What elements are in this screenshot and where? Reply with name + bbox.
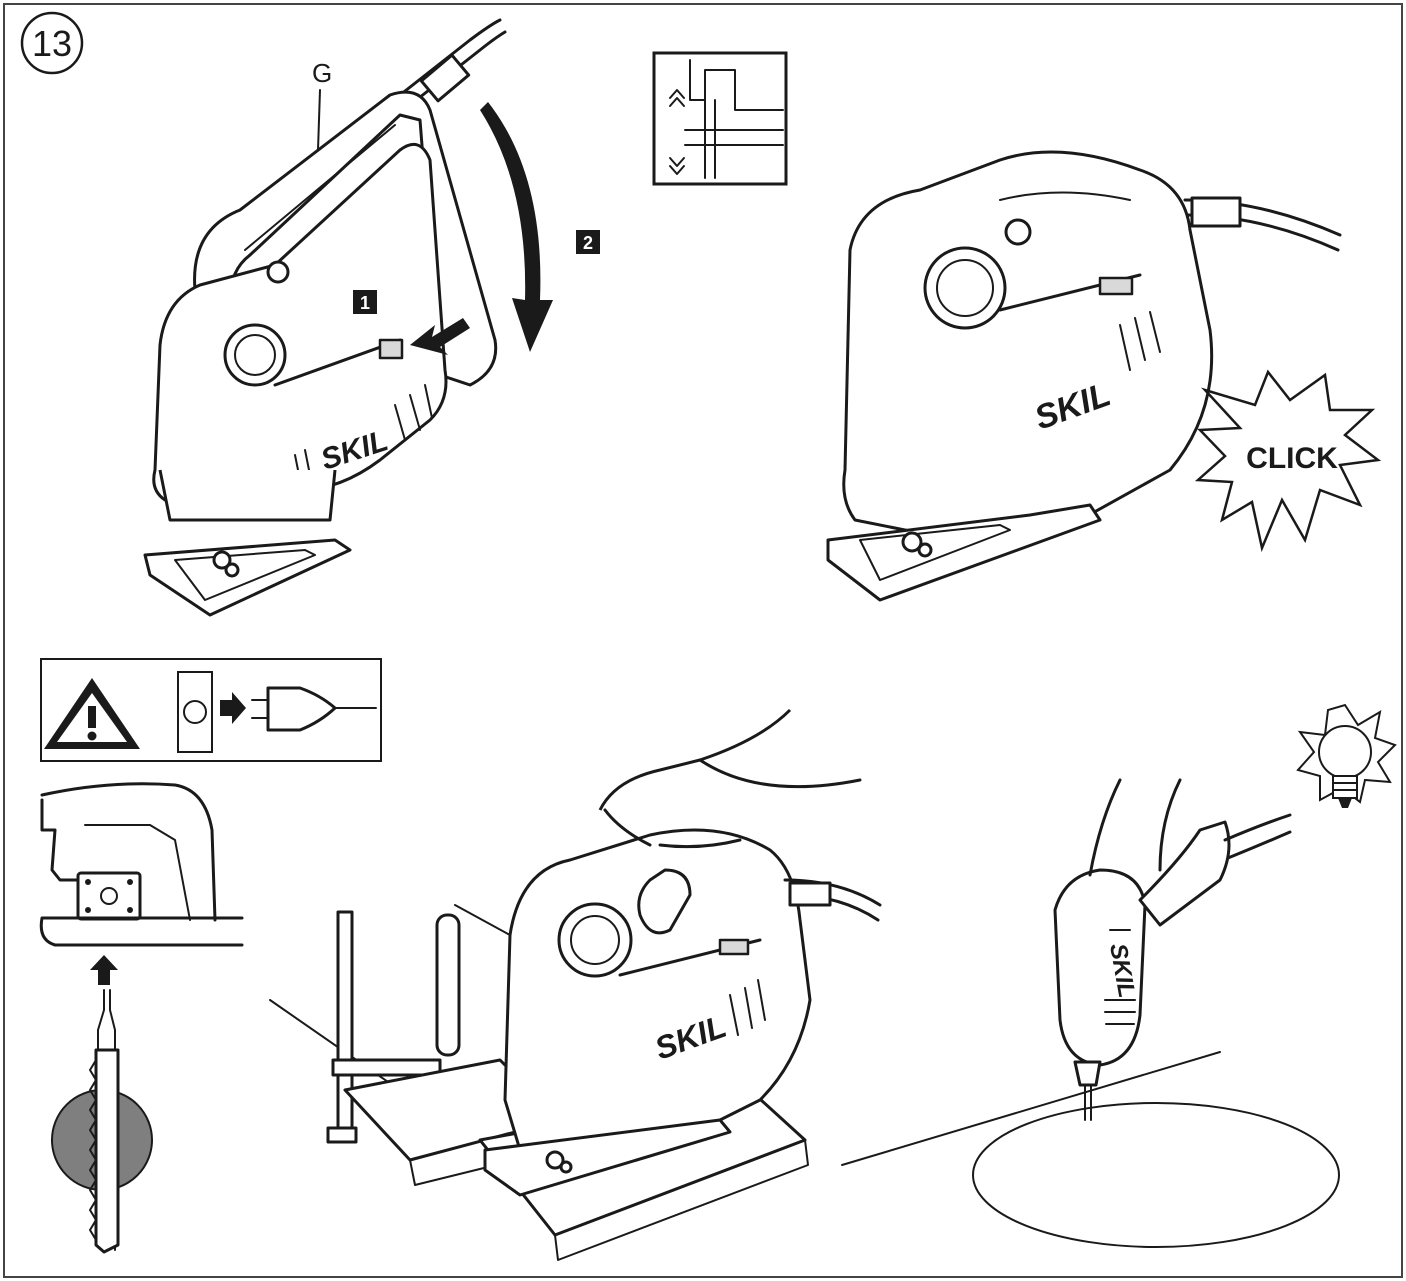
blade-insert-detail [39, 782, 244, 1254]
step-1-label: 1 [360, 293, 370, 313]
blade-height-inset [652, 51, 788, 186]
drill-starter-hole: SKIL [841, 703, 1397, 1248]
click-label: CLICK [1246, 442, 1338, 475]
step-1-badge: 1 [353, 290, 377, 314]
arrow-up-icon [90, 955, 118, 985]
jigsaw-open-cover: SKIL [143, 18, 507, 617]
warning-triangle-icon [44, 678, 140, 749]
light-bulb-icon [1296, 703, 1397, 808]
figure-number: 13 [32, 23, 72, 64]
jigsaw-cutting-workpiece: SKIL [269, 708, 882, 1261]
step-2-badge: 2 [576, 230, 600, 254]
push-arrow-icon [410, 318, 470, 355]
jigsaw-closed-cover: SKIL [826, 150, 1342, 602]
click-burst: CLICK [1194, 369, 1382, 553]
part-label-g: G [312, 58, 332, 88]
rotate-arrow-icon [480, 102, 553, 352]
unplug-icon [177, 671, 377, 753]
unplug-warning-box [40, 658, 382, 762]
up-down-chevrons-icon [669, 89, 685, 175]
step-2-label: 2 [583, 233, 593, 253]
figure-number-badge: 13 [20, 11, 84, 75]
